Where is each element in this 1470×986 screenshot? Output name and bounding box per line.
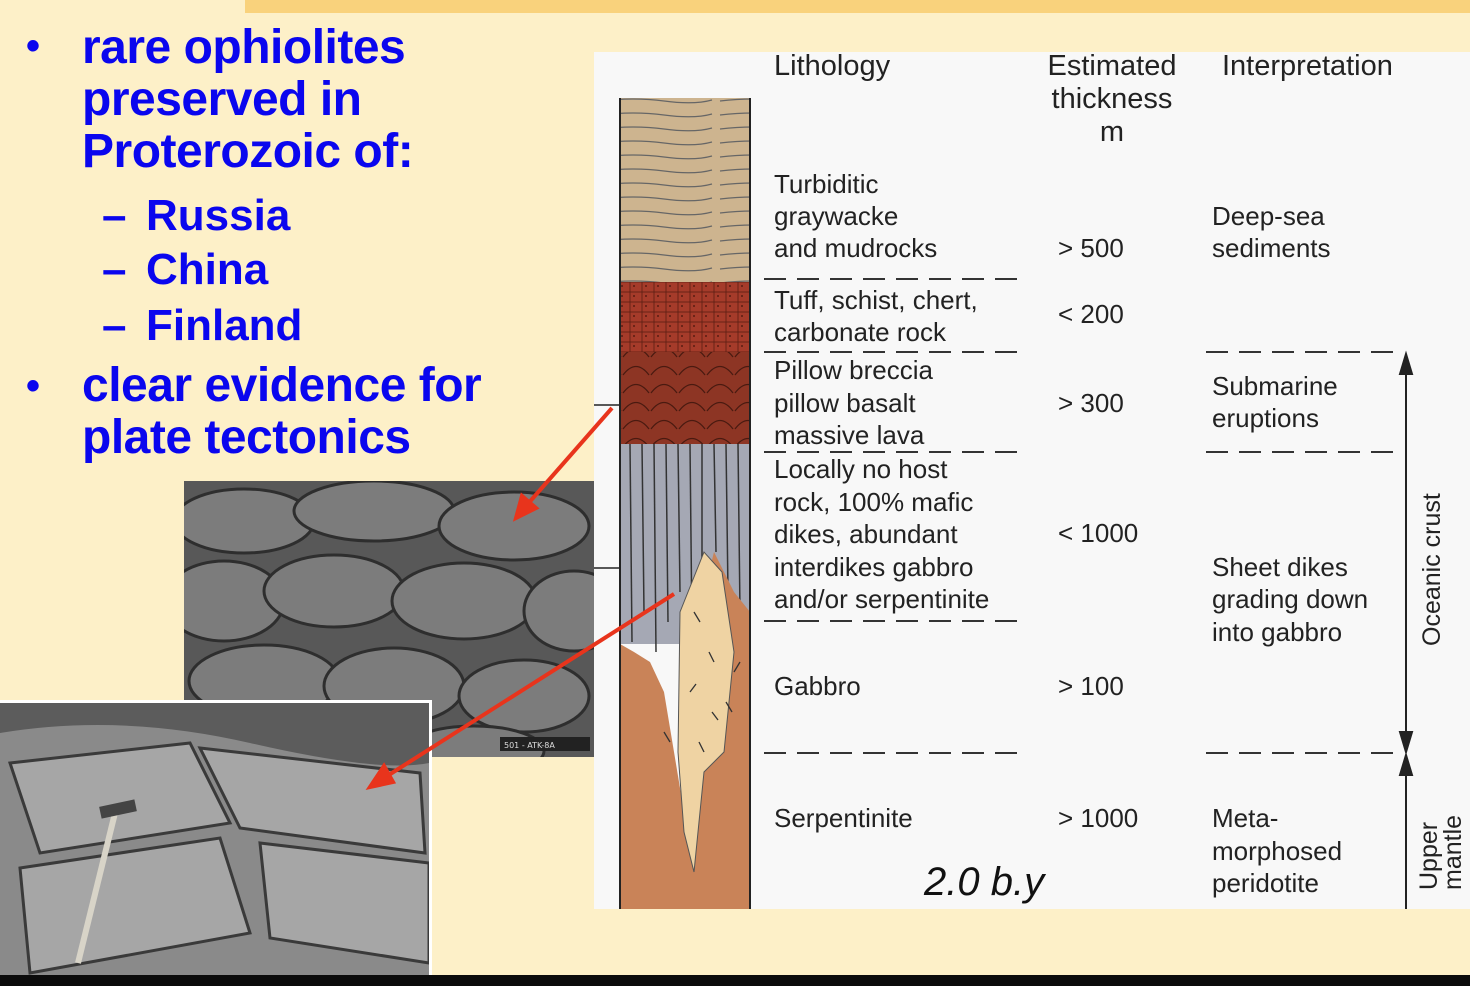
photo-caption: 501 - ATK-8A — [504, 741, 555, 750]
interpretation-text: peridotite — [1212, 868, 1319, 898]
lithology-text: rock, 100% mafic — [774, 487, 974, 517]
interpretation-text: into gabbro — [1212, 617, 1343, 647]
lithology-text: Tuff, schist, chert, — [774, 285, 978, 315]
thickness-value: > 1000 — [1058, 803, 1139, 833]
lithology-text: Turbiditic — [774, 169, 879, 199]
lithology-text: graywacke — [774, 201, 899, 231]
bullet-2-line-1: clear evidence for — [82, 359, 482, 412]
bullet-dot: • — [26, 24, 41, 68]
column-layers — [594, 98, 751, 909]
lithology-text: Pillow breccia — [774, 355, 933, 385]
bullet-1-line-2: preserved in — [82, 73, 362, 126]
title-bar-strip — [245, 0, 1470, 13]
zone-label-oceanic-crust: Oceanic crust — [1418, 493, 1446, 646]
lithology-text: dikes, abundant — [774, 519, 958, 549]
thickness-value: < 1000 — [1058, 518, 1139, 548]
sub-item-russia: Russia — [146, 191, 291, 240]
sub-dash: – — [102, 245, 127, 294]
lithology-text: Gabbro — [774, 671, 861, 701]
zone-arrows — [1398, 350, 1414, 909]
lithology-text: and mudrocks — [774, 233, 938, 263]
sub-item-china: China — [146, 245, 269, 294]
header-thickness-2: thickness — [1051, 83, 1173, 115]
bullet-dot: • — [26, 364, 41, 408]
interpretation-text: Submarine — [1212, 371, 1338, 401]
sub-item-finland: Finland — [146, 301, 303, 350]
interpretation-text: eruptions — [1212, 403, 1319, 433]
thickness-value: > 500 — [1058, 233, 1124, 263]
sub-dash: – — [102, 301, 127, 350]
boundary-lines — [764, 278, 1402, 754]
interpretation-text: sediments — [1212, 233, 1331, 263]
interpretation-text: Deep-sea — [1212, 201, 1325, 231]
lithology-text: interdikes gabbro — [774, 552, 974, 582]
sub-dash: – — [102, 191, 127, 240]
sheeted-dikes-photo — [0, 700, 432, 986]
interpretation-text: Sheet dikes — [1212, 552, 1348, 582]
header-interpretation: Interpretation — [1222, 50, 1393, 82]
lithology-text: carbonate rock — [774, 317, 946, 347]
interpretation-text: grading down — [1212, 584, 1369, 614]
bullet-2-line-2: plate tectonics — [82, 411, 411, 464]
header-thickness-3: m — [1099, 116, 1125, 148]
lithology-text: Serpentinite — [774, 803, 913, 833]
bottom-bar — [0, 975, 1470, 986]
interpretation-text: Meta- — [1212, 803, 1279, 833]
ophiolite-section-diagram: Lithology Estimated thickness m Interpre… — [594, 50, 1470, 909]
bullet-1-line-3: Proterozoic of: — [82, 125, 414, 178]
age-label: 2.0 b.y — [924, 860, 1045, 904]
thickness-value: > 300 — [1058, 388, 1124, 418]
interpretation-text: morphosed — [1212, 836, 1343, 866]
thickness-value: > 100 — [1058, 671, 1124, 701]
lithology-text: massive lava — [774, 420, 925, 450]
header-lithology: Lithology — [774, 50, 891, 82]
zone-label-mantle: mantle — [1439, 814, 1467, 890]
lithology-text: and/or serpentinite — [774, 584, 990, 614]
header-thickness-1: Estimated — [1047, 50, 1177, 82]
thickness-value: < 200 — [1058, 299, 1124, 329]
bullet-1-line-1: rare ophiolites — [82, 21, 406, 74]
lithology-text: Locally no host — [774, 454, 948, 484]
stratigraphic-column — [594, 98, 1414, 909]
lithology-text: pillow basalt — [774, 388, 916, 418]
